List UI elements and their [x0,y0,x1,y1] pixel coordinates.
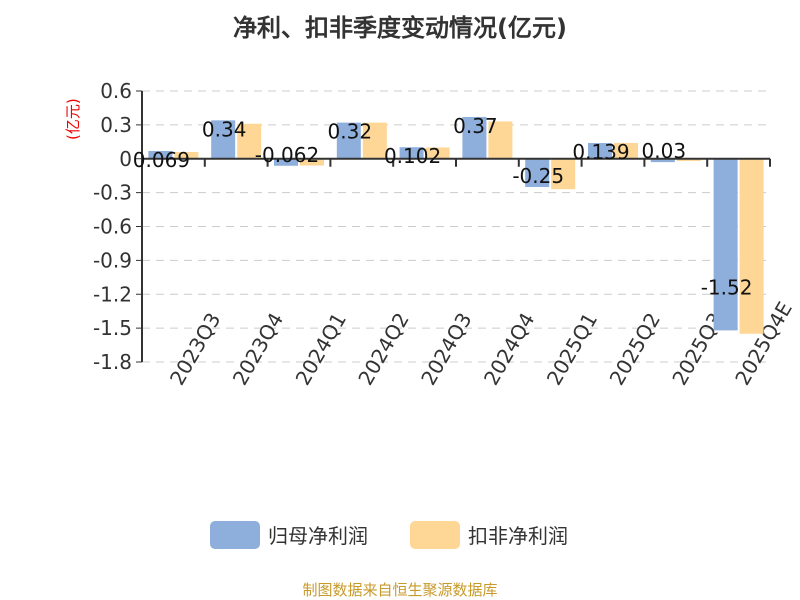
bar-net [462,116,487,159]
y-tick-label: -0.6 [93,215,132,239]
data-label: 0.03 [642,139,687,163]
y-tick-label: -1.5 [93,316,132,340]
legend-swatch [410,520,460,549]
x-tick-label: 2023Q4 [228,309,288,390]
bar-deducted [551,158,576,190]
bar-net [650,158,675,163]
bar-deducted [362,122,387,159]
bar-deducted [488,121,513,159]
y-tick-label: -1.8 [93,350,132,374]
x-tick-label: 2025Q2 [605,309,665,390]
data-label: 0.34 [202,117,247,141]
legend-label: 扣非净利润 [468,524,568,548]
data-label: -1.52 [701,275,753,299]
y-tick-label: -0.9 [93,248,132,272]
bar-net [399,147,424,159]
data-label: 0.069 [133,148,190,172]
bar-net [525,158,550,187]
y-tick-label: 0 [119,147,132,171]
bar-net [588,143,612,159]
bar-deducted [174,151,199,159]
chart-title: 净利、扣非季度变动情况(亿元) [233,14,567,42]
bar-net [211,120,236,159]
x-tick-label: 2024Q1 [291,309,351,390]
x-tick-label: 2025Q1 [542,309,602,390]
y-tick-label: -1.2 [93,282,132,306]
bar-deducted [614,142,638,159]
bar-net [336,122,361,159]
bar-deducted [739,158,764,334]
data-label: 0.102 [384,144,441,168]
data-label: -0.062 [255,143,319,167]
bar-deducted [676,158,701,162]
bar-deducted [300,158,324,166]
bar-deducted [237,123,262,159]
legend-swatch [210,520,260,549]
y-tick-label: 0.3 [100,113,132,137]
legend-label: 归母净利润 [268,524,368,548]
data-label: 0.139 [572,140,629,164]
data-label: 0.32 [328,120,373,144]
data-label: -0.25 [512,164,564,188]
bar-deducted [425,147,450,159]
x-tick-label: 2024Q3 [416,309,476,390]
legend-item-net-profit[interactable]: 归母净利润 [210,520,368,549]
x-tick-label: 2024Q4 [479,309,539,390]
y-tick-label: 0.6 [100,79,132,103]
footer-source: 制图数据来自恒生聚源数据库 [302,581,498,599]
y-tick-label: -0.3 [93,181,132,205]
bar-net [148,150,173,159]
bar-net [274,158,298,166]
data-label: 0.37 [453,114,498,138]
x-tick-label: 2024Q2 [353,309,413,390]
bar-net [713,158,738,331]
legend-item-deducted-profit[interactable]: 扣非净利润 [410,520,568,549]
x-tick-label: 2023Q3 [165,309,225,390]
